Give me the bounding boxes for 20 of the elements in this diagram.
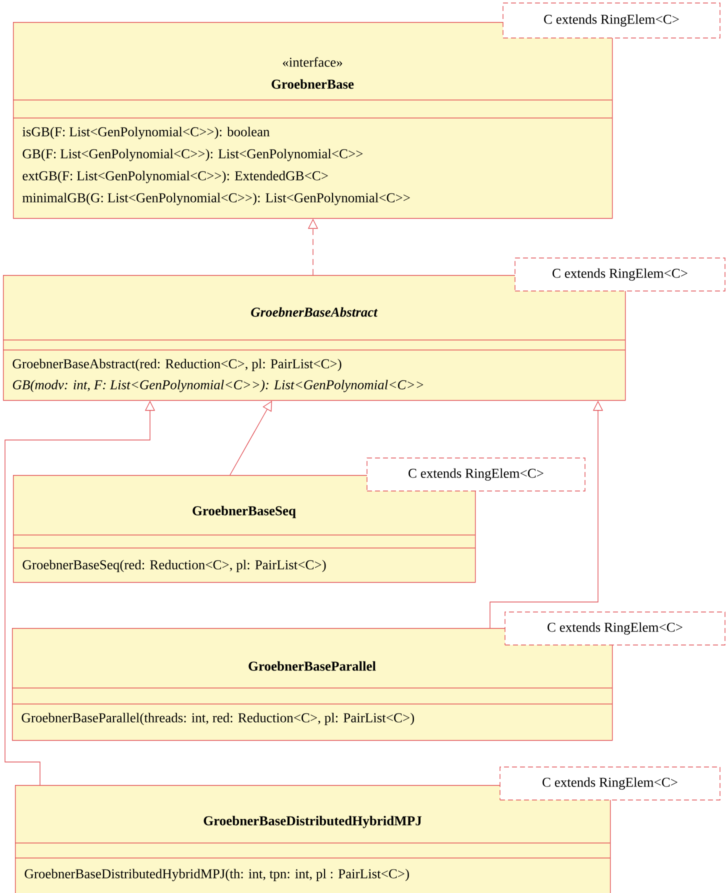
class-name: GroebnerBase — [272, 79, 354, 89]
operation: extGB(F: List<GenPolynomial<C>>): ExtendedGB<C> — [22, 170, 328, 184]
operation: isGB(F: List<GenPolynomial<C>>): boolean — [22, 126, 270, 140]
class-name: GroebnerBaseAbstract — [251, 307, 378, 317]
operation: GB(modv: int, F: List<GenPolynomial<C>>): List<GenPolynomial<C>> — [12, 380, 424, 392]
template-parameter: C extends RingElem<C> — [514, 258, 726, 292]
template-parameter: C extends RingElem<C> — [500, 766, 720, 800]
template-parameter: C extends RingElem<C> — [504, 612, 726, 646]
stereotype: «interface» — [282, 57, 342, 67]
class-name: GroebnerBaseParallel — [248, 661, 376, 671]
template-parameter: C extends RingElem<C> — [366, 458, 586, 492]
operation: GB(F: List<GenPolynomial<C>>): List<GenPolynomial<C>> — [22, 148, 363, 162]
operation: GroebnerBaseParallel(threads: int, red: Reduction<C>, pl: PairList<C>) — [22, 712, 414, 726]
operation: minimalGB(G: List<GenPolynomial<C>>): List<GenPolynomial<C>> — [22, 192, 410, 206]
operation: GroebnerBaseDistributedHybridMPJ(th: int, tpn: int, pl : PairList<C>) — [24, 868, 409, 882]
class-name: GroebnerBaseDistributedHybridMPJ — [204, 816, 422, 828]
operation: GroebnerBaseAbstract(red: Reduction<C>, pl: PairList<C>) — [12, 358, 342, 372]
class-name: GroebnerBaseSeq — [192, 506, 296, 518]
operation: GroebnerBaseSeq(red: Reduction<C>, pl: PairList<C>) — [22, 560, 326, 572]
template-parameter: C extends RingElem<C> — [502, 2, 720, 38]
